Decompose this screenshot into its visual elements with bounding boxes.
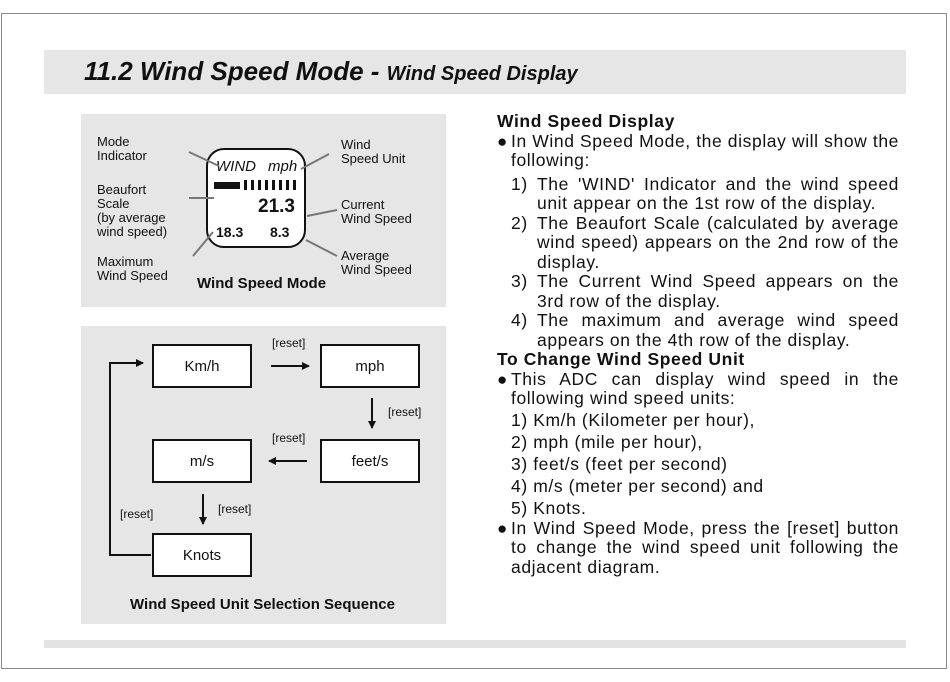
unit-box-kmh: Km/h: [152, 344, 252, 388]
bullet-dot: ●: [497, 518, 508, 538]
lcd-unit: mph: [268, 158, 298, 175]
reset-label-1: [reset]: [272, 336, 306, 350]
bullet-2: ● This ADC can display wind speed in the…: [497, 368, 899, 409]
bullet-2-text: This ADC can display wind speed in the f…: [511, 368, 899, 408]
current-wind-speed-label: Current Wind Speed: [341, 197, 412, 226]
unit-box-ms: m/s: [152, 439, 252, 483]
reset-label-5: [reset]: [120, 507, 154, 521]
list-item: 4) m/s (meter per second) and: [511, 475, 764, 496]
beaufort-scale-label: Beaufort Scale (by average wind speed): [97, 182, 168, 239]
pointer-lines: [188, 151, 338, 257]
list-item: 4)The maximum and average wind speed app…: [511, 310, 899, 350]
page-subtitle: Wind Speed Display: [386, 63, 578, 85]
units-list: 1) Km/h (Kilometer per hour), 2) mph (mi…: [497, 409, 899, 519]
reset-label-3: [reset]: [272, 431, 306, 445]
list-item: 1)The 'WIND' Indicator and the wind spee…: [511, 173, 899, 213]
text-column: Wind Speed Display ● In Wind Speed Mode,…: [497, 111, 899, 578]
unit-selection-figure: Km/h mph feet/s m/s Knots [reset] [reset…: [81, 326, 446, 624]
page-title: 11.2 Wind Speed Mode - Wind Speed Displa…: [84, 56, 578, 86]
list-item: 2)The Beaufort Scale (calculated by aver…: [511, 212, 899, 272]
title-bar: 11.2 Wind Speed Mode - Wind Speed Displa…: [44, 50, 906, 94]
sequence-arrows: [109, 359, 376, 556]
figure1-caption: Wind Speed Mode: [197, 275, 327, 292]
list-item: 1) Km/h (Kilometer per hour),: [511, 409, 756, 430]
heading-wind-speed-display: Wind Speed Display: [497, 111, 675, 131]
wind-speed-unit-label: Wind Speed Unit: [341, 137, 406, 166]
lcd-wind-indicator: WIND: [216, 158, 256, 175]
footer-bar: [44, 640, 906, 648]
reset-label-4: [reset]: [218, 502, 252, 516]
page-border: [1, 13, 947, 669]
bullet-1-text: In Wind Speed Mode, the display will sho…: [511, 130, 899, 170]
list-item: 3) feet/s (feet per second): [511, 453, 728, 474]
wind-speed-mode-figure: Mode Indicator Beaufort Scale (by averag…: [81, 114, 446, 307]
figure2-caption: Wind Speed Unit Selection Sequence: [130, 596, 395, 613]
list-item: 2) mph (mile per hour),: [511, 431, 703, 452]
bullet-dot: ●: [497, 131, 508, 151]
lcd-current-speed: 21.3: [258, 196, 295, 217]
unit-box-mph: mph: [320, 344, 420, 388]
display-rows-list: 1)The 'WIND' Indicator and the wind spee…: [497, 173, 899, 351]
heading-change-unit: To Change Wind Speed Unit: [497, 349, 745, 369]
mode-indicator-label: Mode Indicator: [97, 134, 147, 163]
reset-label-2: [reset]: [388, 405, 422, 419]
list-item: 3)The Current Wind Speed appears on the …: [511, 271, 899, 311]
list-item: 5) Knots.: [511, 497, 587, 518]
average-wind-speed-label: Average Wind Speed: [341, 248, 412, 277]
bullet-3-text: In Wind Speed Mode, press the [reset] bu…: [511, 517, 899, 577]
lcd-avg-speed: 8.3: [270, 224, 290, 240]
bullet-dot: ●: [497, 369, 508, 389]
beaufort-scale-bars: [214, 180, 296, 190]
maximum-wind-speed-label: Maximum Wind Speed: [97, 254, 168, 283]
unit-box-knots: Knots: [152, 533, 252, 577]
unit-box-feets: feet/s: [320, 439, 420, 483]
lcd-max-speed: 18.3: [216, 224, 244, 240]
bullet-3: ● In Wind Speed Mode, press the [reset] …: [497, 517, 899, 578]
bullet-1: ● In Wind Speed Mode, the display will s…: [497, 130, 899, 171]
